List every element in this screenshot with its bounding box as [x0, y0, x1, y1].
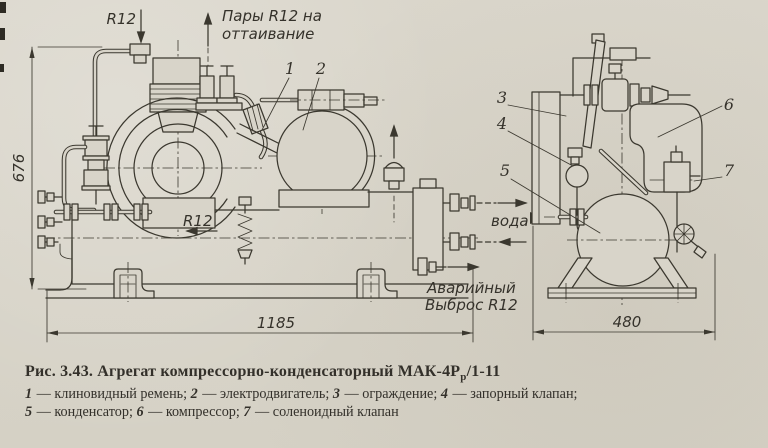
side-view: 480 3 4 5 6 7: [496, 33, 735, 341]
r12-suction-label: R12: [183, 212, 213, 230]
r12-suction: R12: [183, 212, 218, 236]
vapor-label-1: Пары R12 на: [222, 7, 322, 25]
left-valve-cluster: [37, 125, 153, 260]
emergency-label-1: Аварийный: [426, 279, 516, 297]
figure-legend: 1 — клиновидный ремень; 2 — электродвига…: [25, 386, 578, 420]
condenser: [567, 193, 680, 287]
relief-valve: [383, 124, 405, 223]
condenser-base: [547, 257, 697, 303]
dimension-height-676: 676: [10, 46, 103, 290]
model-subscript: р: [460, 371, 467, 384]
figure-name: Агрегат компрессорно-конденсаторный МАК-…: [93, 363, 461, 380]
compressor-front: [106, 57, 243, 239]
dimension-width-480: 480: [532, 225, 716, 341]
dim-height-label: 676: [10, 154, 28, 183]
electric-motor: [276, 89, 386, 208]
callout-2: 2: [315, 59, 326, 78]
scan-artifact: [0, 2, 6, 13]
r12-in-label: R12: [106, 10, 136, 28]
vapor-outlet: Пары R12 на оттаивание: [203, 7, 322, 67]
v-belt: [236, 123, 285, 156]
front-view: 676 1185 R12: [10, 7, 544, 343]
callouts-front: 1 2: [261, 59, 326, 131]
dim-width-label: 480: [613, 313, 642, 331]
callouts-side: 3 4 5 6 7: [496, 88, 735, 234]
hand-valve: [673, 223, 707, 259]
callout-7: 7: [724, 161, 735, 180]
discharge-pipe: [233, 92, 301, 160]
base-frame: [45, 191, 469, 303]
figure-number: Рис. 3.43.: [25, 363, 94, 380]
water-label: вода: [491, 212, 529, 230]
model-suffix: /1-11: [466, 363, 501, 380]
shutoff-valve: [565, 147, 589, 237]
callout-1: 1: [285, 59, 295, 78]
callout-5: 5: [500, 161, 510, 180]
technical-drawing: 676 1185 R12: [10, 7, 735, 343]
safety-valve-spring: [237, 196, 253, 265]
belt-guard: [531, 91, 561, 225]
dim-length-label: 1185: [257, 314, 295, 332]
stub-fittings: [37, 190, 73, 260]
vapor-label-2: оттаивание: [222, 25, 314, 43]
scan-artifact: [0, 28, 5, 40]
figure-title: Рис. 3.43. Агрегат компрессорно-конденса…: [25, 363, 755, 383]
callout-4: 4: [496, 114, 507, 133]
dimension-length-1185: 1185: [46, 267, 474, 343]
valve-manifold: [412, 178, 528, 276]
callout-3: 3: [497, 88, 507, 107]
solenoid-valve: [663, 145, 701, 253]
figure-caption: Рис. 3.43. Агрегат компрессорно-конденса…: [25, 363, 755, 421]
r12-inlet-piping: R12: [92, 9, 151, 151]
scan-artifact: [0, 64, 4, 72]
callout-6: 6: [724, 95, 734, 114]
emergency-label-2: Выброс R12: [425, 296, 518, 314]
top-valve-cluster: [559, 47, 691, 112]
